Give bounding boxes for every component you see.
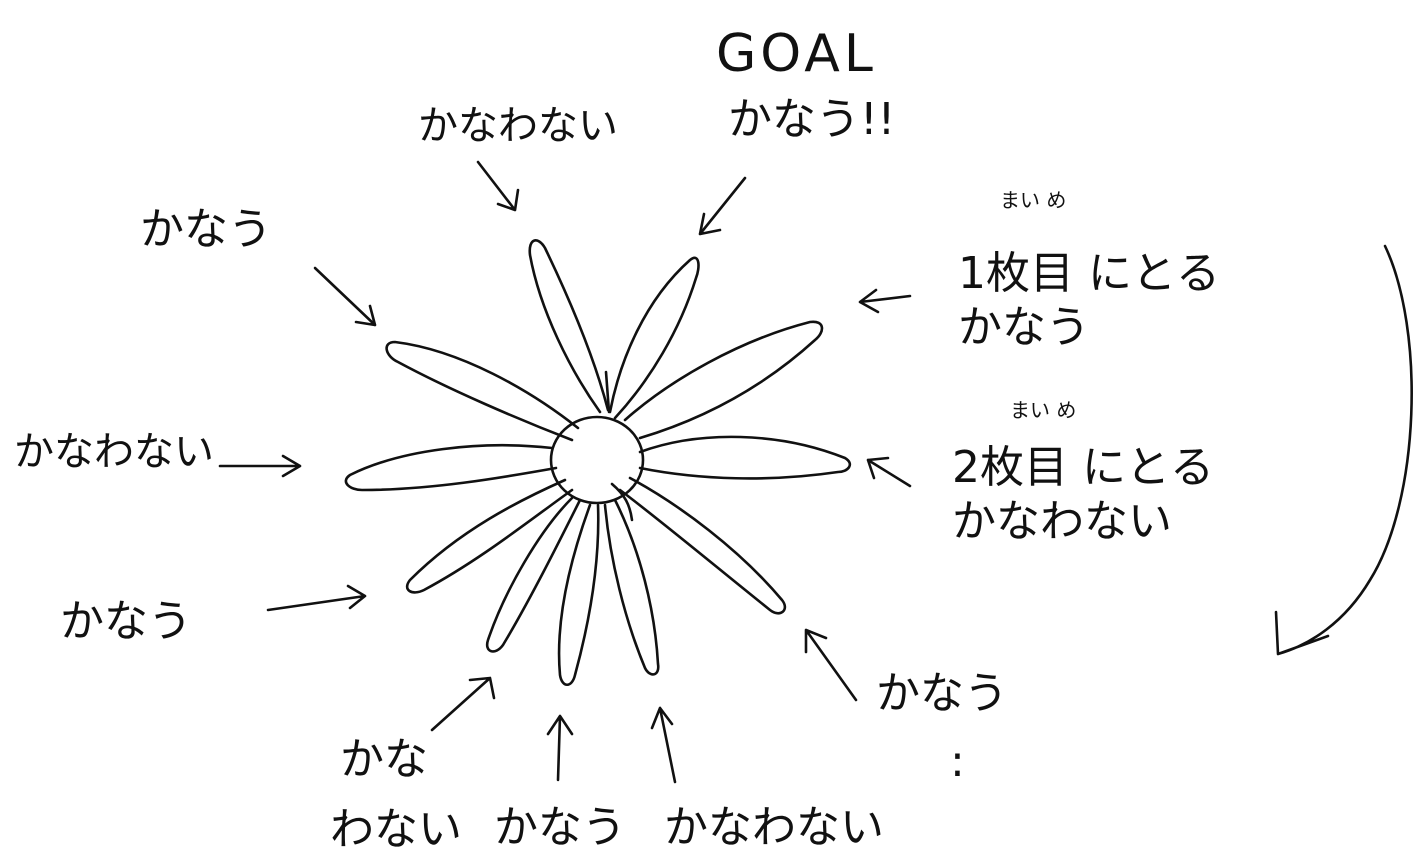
arrow-left: [220, 456, 300, 476]
lower-left-label: かなう: [60, 600, 192, 644]
top-left-label: かなわない: [418, 106, 618, 146]
petals: [346, 240, 850, 684]
petal-top-left: [530, 240, 608, 412]
bottom-center-label: かなう: [494, 806, 626, 850]
bottom-left-label-line2: わない: [330, 808, 462, 852]
lower-right-label: かなう: [876, 672, 1008, 716]
goal-title: GOAL: [716, 28, 877, 80]
petal-bottom-right: [605, 500, 658, 674]
petal-top-right: [610, 258, 698, 418]
right-top-line1: 1枚目 にとる: [958, 252, 1220, 296]
arrow-bottom-center: [548, 716, 572, 780]
arrow-top-left: [478, 162, 518, 210]
arrow-bottom-left: [432, 678, 494, 730]
arrow-bottom-right: [652, 708, 675, 782]
arrows: [220, 162, 1412, 782]
arrow-curved-right: [1276, 246, 1412, 654]
petal-lower-left: [407, 480, 572, 592]
right-top-line2: かなう: [958, 306, 1090, 350]
right-top-ruby: まい め: [1000, 190, 1066, 210]
lower-right-dots: :: [950, 740, 965, 784]
petal-left: [346, 445, 556, 490]
arrow-goal: [700, 178, 745, 234]
goal-answer-label: かなう!!: [728, 98, 895, 142]
petal-right: [640, 437, 850, 479]
petal-upper-left: [387, 342, 578, 440]
right-mid-line1: 2枚目 にとる: [952, 446, 1214, 490]
arrow-upper-left: [315, 268, 375, 325]
petal-lower-right: [620, 478, 785, 613]
left-label: かなわない: [14, 432, 214, 472]
arrow-lower-left: [268, 586, 365, 610]
petal-right-upper: [625, 322, 822, 438]
petal-bottom-left: [487, 498, 580, 651]
right-mid-ruby: まい め: [1010, 400, 1076, 420]
right-mid-line2: かなわない: [952, 500, 1172, 544]
arrow-lower-right: [806, 630, 856, 700]
arrow-right-mid: [868, 458, 910, 486]
bottom-right-label: かなわない: [664, 806, 884, 850]
flower-center: [551, 417, 643, 503]
bottom-left-label-line1: かな: [340, 738, 428, 782]
upper-left-label: かなう: [140, 208, 272, 252]
arrow-right-upper: [860, 290, 910, 312]
